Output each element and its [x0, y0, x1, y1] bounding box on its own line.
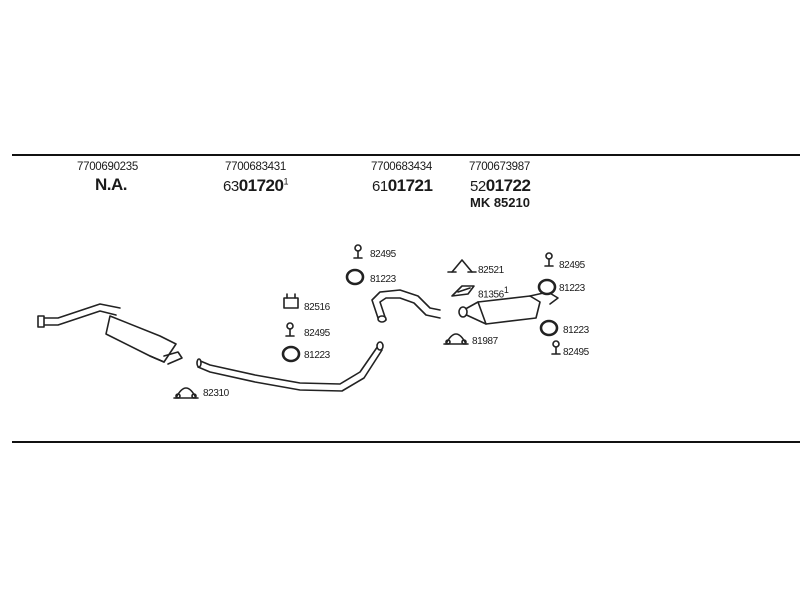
label-82495-a: 82495	[304, 328, 330, 339]
bracket-81356-icon	[451, 285, 475, 297]
part-main-2-value: 01720	[238, 176, 284, 195]
bottom-divider	[12, 441, 800, 443]
hanger-82495-icon-d	[551, 340, 561, 355]
oem-number-3: 7700683434	[371, 161, 432, 173]
ring-81223-icon-a	[281, 345, 301, 363]
part-main-1: N.A.	[95, 175, 128, 195]
part-main-3-value: 01721	[387, 176, 433, 195]
ring-81223-icon-d	[539, 319, 559, 337]
oem-number-2: 7700683431	[225, 161, 286, 173]
part-main-2-sup: 1	[283, 176, 288, 187]
label-81223-b: 81223	[370, 274, 396, 285]
hanger-82495-icon-a	[285, 322, 295, 337]
part-main-4-value: 01722	[485, 176, 531, 195]
hanger-82495-icon-b	[353, 244, 363, 259]
label-82310: 82310	[203, 388, 229, 399]
bracket-82516-icon	[283, 293, 299, 309]
label-81356: 813561	[478, 285, 509, 301]
label-81987: 81987	[472, 336, 498, 347]
label-82521: 82521	[478, 265, 504, 276]
label-82495-c: 82495	[559, 260, 585, 271]
rear-silencer	[458, 291, 559, 325]
label-82516: 82516	[304, 302, 330, 313]
oem-number-4: 7700673987	[469, 161, 530, 173]
intermediate-pipe	[196, 341, 384, 392]
ring-81223-icon-c	[537, 278, 557, 296]
part-main-2: 63017201	[223, 176, 288, 196]
front-pipe-silencer	[37, 303, 183, 365]
label-81223-a: 81223	[304, 350, 330, 361]
label-81223-c: 81223	[559, 283, 585, 294]
part-main-1-value: N.A.	[95, 175, 128, 194]
part-main-2-prefix: 63	[223, 178, 239, 195]
part-main-4: 5201722	[470, 176, 531, 196]
s-bend-pipe	[371, 289, 441, 323]
part-main-3: 6101721	[372, 176, 433, 196]
hanger-82495-icon-c	[544, 252, 554, 267]
label-81356-sup: 1	[503, 285, 509, 295]
label-81223-d: 81223	[563, 325, 589, 336]
label-82495-d: 82495	[563, 347, 589, 358]
clamp-82310-icon	[173, 387, 199, 399]
clamp-81987-icon	[443, 333, 469, 345]
label-81356-value: 81356	[478, 289, 504, 301]
label-82495-b: 82495	[370, 249, 396, 260]
part-main-3-prefix: 61	[372, 178, 388, 195]
hanger-82521-icon	[447, 259, 477, 273]
part-main-4-prefix: 52	[470, 178, 486, 195]
top-divider	[12, 154, 800, 156]
oem-number-1: 7700690235	[77, 161, 138, 173]
ring-81223-icon-b	[345, 268, 365, 286]
mk-kit-number: MK 85210	[470, 195, 530, 210]
